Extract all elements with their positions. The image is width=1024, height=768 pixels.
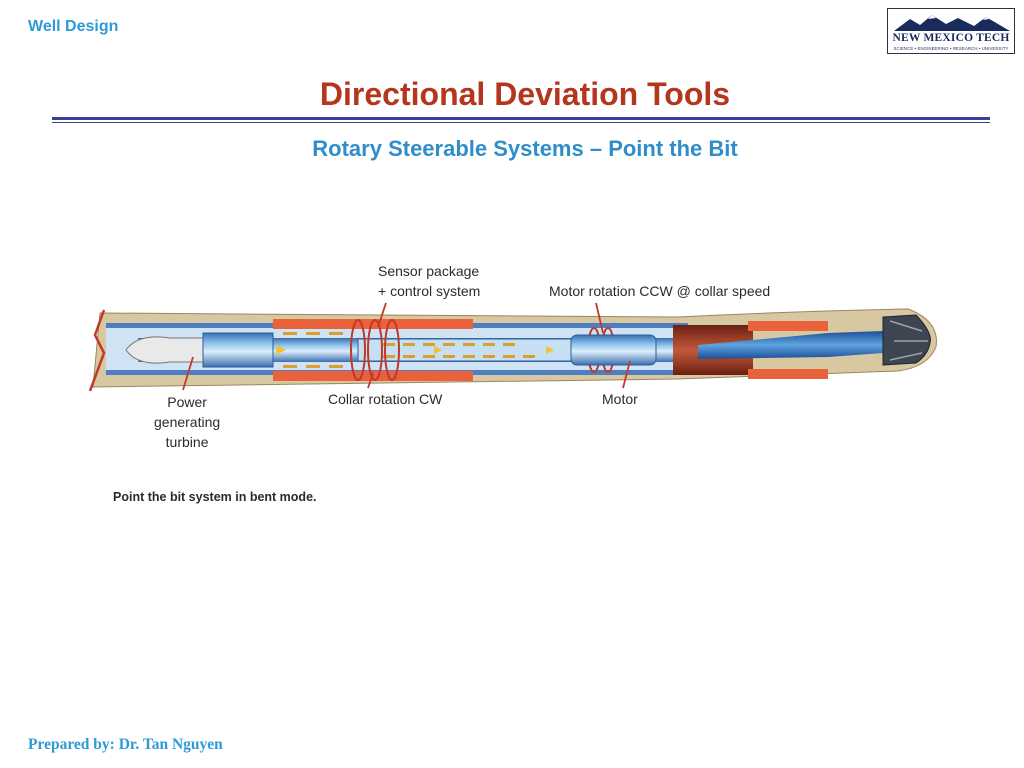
power-label-line3: turbine [165,434,209,450]
slide-title: Directional Deviation Tools [319,76,731,112]
power-turbine-label: Power generating turbine [154,392,220,452]
title-divider-thin [52,122,990,123]
collar-rotation-label: Collar rotation CW [328,391,443,407]
prepared-by: Prepared by: Dr. Tan Nguyen [28,736,223,753]
university-logo: NEW MEXICO TECH SCIENCE • ENGINEERING • … [887,8,1015,54]
power-label-line2: generating [154,414,221,430]
section-label: Well Design [28,18,119,35]
mountain-icon [894,15,1010,31]
drill-string-illustration [88,302,937,392]
motor-rotation-label: Motor rotation CCW @ collar speed [549,283,771,299]
logo-tagline: SCIENCE • ENGINEERING • RESEARCH • UNIVE… [893,46,1009,51]
motor-label: Motor [602,391,638,407]
sensor-label-line1: Sensor package [378,263,480,279]
figure-caption: Point the bit system in bent mode. [113,490,317,504]
power-label-line1: Power [167,394,207,410]
drill-bit [882,314,931,366]
rss-diagram: Sensor package + control system Motor ro… [38,205,968,520]
title-divider [52,117,990,120]
logo-name: NEW MEXICO TECH [892,32,1010,44]
sensor-label-line2: + control system [378,283,481,299]
break-line-icon [88,309,106,392]
sensor-package-label: Sensor package + control system [378,261,480,301]
slide-subtitle: Rotary Steerable Systems – Point the Bit [312,136,738,161]
